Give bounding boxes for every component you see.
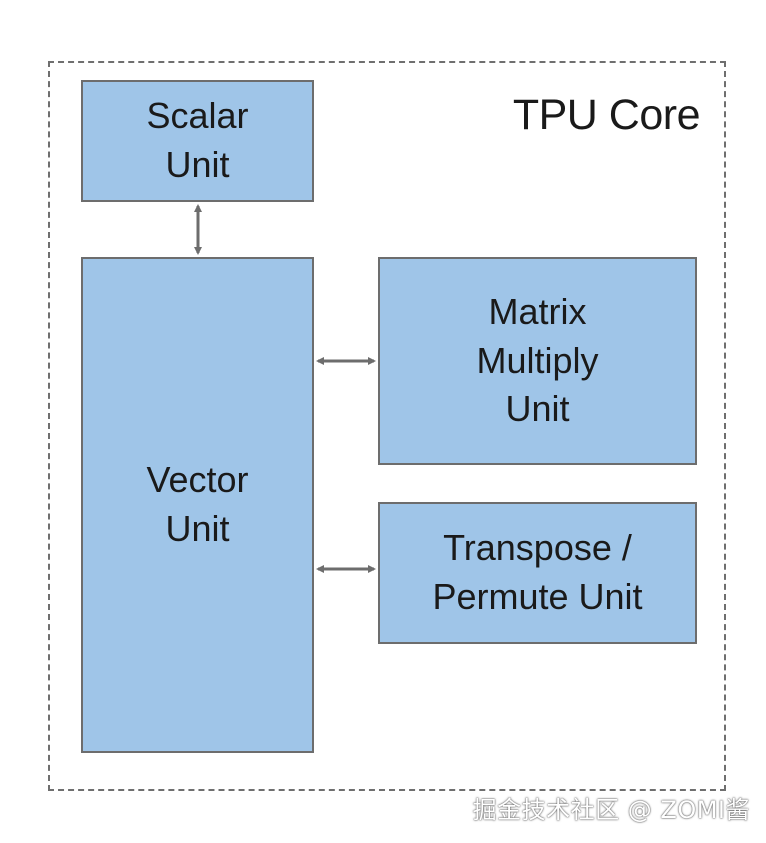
vector-unit-box: Vector Unit: [81, 257, 314, 753]
matrix-multiply-unit-box: Matrix Multiply Unit: [378, 257, 697, 465]
tpu-core-frame: [48, 61, 726, 791]
watermark-text: 掘金技术社区 @ ZOMI酱: [472, 796, 750, 824]
tpu-core-title: TPU Core: [512, 91, 701, 139]
transpose-permute-unit-box: Transpose / Permute Unit: [378, 502, 697, 644]
scalar-unit-box: Scalar Unit: [81, 80, 314, 202]
matrix-multiply-unit-label: Matrix Multiply Unit: [476, 291, 599, 430]
transpose-permute-unit-label: Transpose / Permute Unit: [432, 527, 643, 617]
vector-unit-label: Vector Unit: [146, 459, 249, 549]
scalar-unit-label: Scalar Unit: [146, 95, 249, 185]
